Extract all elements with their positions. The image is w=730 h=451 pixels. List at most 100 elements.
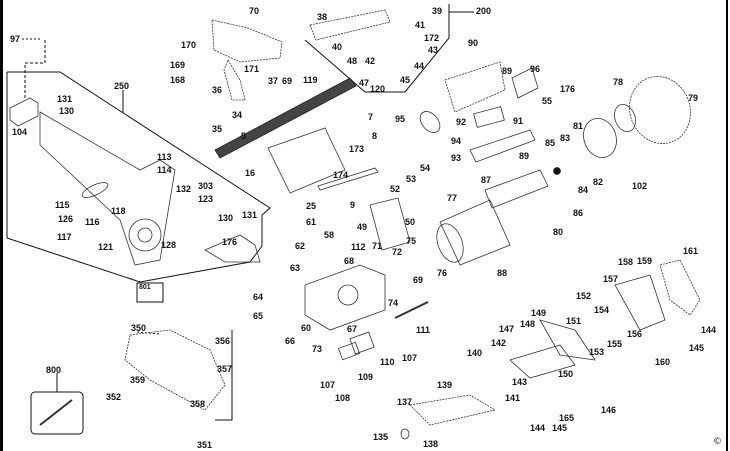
part-label-250[interactable]: 250	[114, 81, 130, 91]
part-label-126[interactable]: 126	[58, 214, 74, 224]
part-label-68[interactable]: 68	[344, 256, 355, 266]
part-label-44[interactable]: 44	[414, 61, 425, 71]
part-label-142[interactable]: 142	[491, 338, 507, 348]
part-label-71[interactable]: 71	[372, 241, 383, 251]
part-label-91[interactable]: 91	[513, 116, 524, 126]
part-label-135[interactable]: 135	[373, 432, 389, 442]
part-label-86[interactable]: 86	[573, 208, 584, 218]
part-label-25[interactable]: 25	[306, 201, 317, 211]
part-label-151[interactable]: 151	[566, 316, 582, 326]
part-label-159[interactable]: 159	[637, 256, 653, 266]
part-label-154[interactable]: 154	[594, 305, 610, 315]
part-label-49[interactable]: 49	[357, 222, 368, 232]
part-label-35[interactable]: 35	[212, 124, 223, 134]
part-label-131a[interactable]: 131	[57, 94, 73, 104]
part-label-144a[interactable]: 144	[701, 325, 717, 335]
part-label-104[interactable]: 104	[12, 127, 28, 137]
part-label-108[interactable]: 108	[335, 393, 351, 403]
part-label-141[interactable]: 141	[505, 393, 521, 403]
part-label-112[interactable]: 112	[351, 242, 366, 252]
part-label-150[interactable]: 150	[558, 369, 574, 379]
part-label-153[interactable]: 153	[589, 347, 605, 357]
part-label-120[interactable]: 120	[370, 84, 386, 94]
part-label-40[interactable]: 40	[332, 42, 343, 52]
part-label-62[interactable]: 62	[295, 241, 306, 251]
part-label-73[interactable]: 73	[312, 344, 323, 354]
part-label-118[interactable]: 118	[111, 206, 126, 216]
part-label-303[interactable]: 303	[198, 181, 214, 191]
part-label-58[interactable]: 58	[324, 230, 335, 240]
part-label-61[interactable]: 61	[306, 217, 317, 227]
part-label-74[interactable]: 74	[388, 298, 399, 308]
part-label-85[interactable]: 85	[545, 138, 556, 148]
part-label-76[interactable]: 76	[437, 268, 448, 278]
part-label-170[interactable]: 170	[181, 40, 197, 50]
part-label-138[interactable]: 138	[423, 439, 439, 449]
part-label-800[interactable]: 800	[46, 365, 62, 375]
part-label-80[interactable]: 80	[553, 227, 564, 237]
part-label-351[interactable]: 351	[197, 440, 213, 450]
part-label-143[interactable]: 143	[512, 377, 528, 387]
part-label-123[interactable]: 123	[198, 194, 214, 204]
part-label-47[interactable]: 47	[359, 78, 370, 88]
part-label-38[interactable]: 38	[317, 12, 328, 22]
part-label-155[interactable]: 155	[607, 339, 623, 349]
part-label-174[interactable]: 174	[333, 170, 349, 180]
part-label-130b[interactable]: 130	[218, 213, 234, 223]
part-label-115[interactable]: 115	[55, 200, 70, 210]
part-label-64[interactable]: 64	[253, 292, 264, 302]
part-label-90[interactable]: 90	[468, 38, 479, 48]
part-label-37[interactable]: 37	[268, 76, 279, 86]
part-label-145a[interactable]: 145	[689, 343, 705, 353]
part-label-9[interactable]: 9	[350, 200, 356, 210]
part-label-83[interactable]: 83	[560, 133, 571, 143]
part-label-113[interactable]: 113	[157, 152, 172, 162]
part-label-137[interactable]: 137	[397, 397, 413, 407]
part-label-157[interactable]: 157	[603, 274, 619, 284]
part-label-69a[interactable]: 69	[282, 76, 293, 86]
part-label-52[interactable]: 52	[390, 184, 401, 194]
part-label-34[interactable]: 34	[232, 110, 243, 120]
part-label-36[interactable]: 36	[212, 85, 223, 95]
part-label-70[interactable]: 70	[249, 6, 260, 16]
part-label-75[interactable]: 75	[406, 236, 417, 246]
part-label-160[interactable]: 160	[655, 357, 671, 367]
part-label-111[interactable]: 111	[416, 325, 431, 335]
part-label-8[interactable]: 8	[372, 131, 378, 141]
part-label-92[interactable]: 92	[456, 117, 467, 127]
part-label-144b[interactable]: 144	[530, 423, 546, 433]
part-label-45[interactable]: 45	[400, 75, 411, 85]
part-label-172[interactable]: 172	[424, 33, 440, 43]
part-label-359[interactable]: 359	[130, 375, 146, 385]
part-label-356[interactable]: 356	[215, 336, 231, 346]
part-label-65[interactable]: 65	[253, 311, 264, 321]
part-label-16[interactable]: 16	[245, 168, 256, 178]
part-label-130a[interactable]: 130	[59, 106, 75, 116]
part-label-116[interactable]: 116	[85, 217, 100, 227]
part-label-42[interactable]: 42	[365, 56, 376, 66]
part-label-357[interactable]: 357	[217, 364, 233, 374]
part-label-72[interactable]: 72	[392, 247, 403, 257]
part-label-63[interactable]: 63	[290, 263, 301, 273]
part-label-60[interactable]: 60	[301, 323, 312, 333]
part-label-89b[interactable]: 89	[519, 151, 530, 161]
part-label-200[interactable]: 200	[476, 6, 492, 16]
part-label-96[interactable]: 96	[530, 64, 541, 74]
part-label-93[interactable]: 93	[451, 153, 462, 163]
part-label-117[interactable]: 117	[57, 232, 72, 242]
part-label-79[interactable]: 79	[688, 93, 699, 103]
part-label-350[interactable]: 350	[131, 323, 147, 333]
part-label-119[interactable]: 119	[303, 75, 318, 85]
part-label-140[interactable]: 140	[467, 348, 483, 358]
part-label-139[interactable]: 139	[437, 380, 453, 390]
part-label-173[interactable]: 173	[349, 144, 365, 154]
part-label-89a[interactable]: 89	[502, 66, 513, 76]
part-label-107a[interactable]: 107	[402, 353, 418, 363]
part-label-39[interactable]: 39	[432, 6, 443, 16]
part-label-358[interactable]: 358	[190, 399, 206, 409]
part-label-121[interactable]: 121	[98, 242, 114, 252]
part-label-94[interactable]: 94	[451, 136, 462, 146]
part-label-69b[interactable]: 69	[413, 275, 424, 285]
part-label-53[interactable]: 53	[406, 174, 417, 184]
part-label-165[interactable]: 165	[559, 413, 575, 423]
